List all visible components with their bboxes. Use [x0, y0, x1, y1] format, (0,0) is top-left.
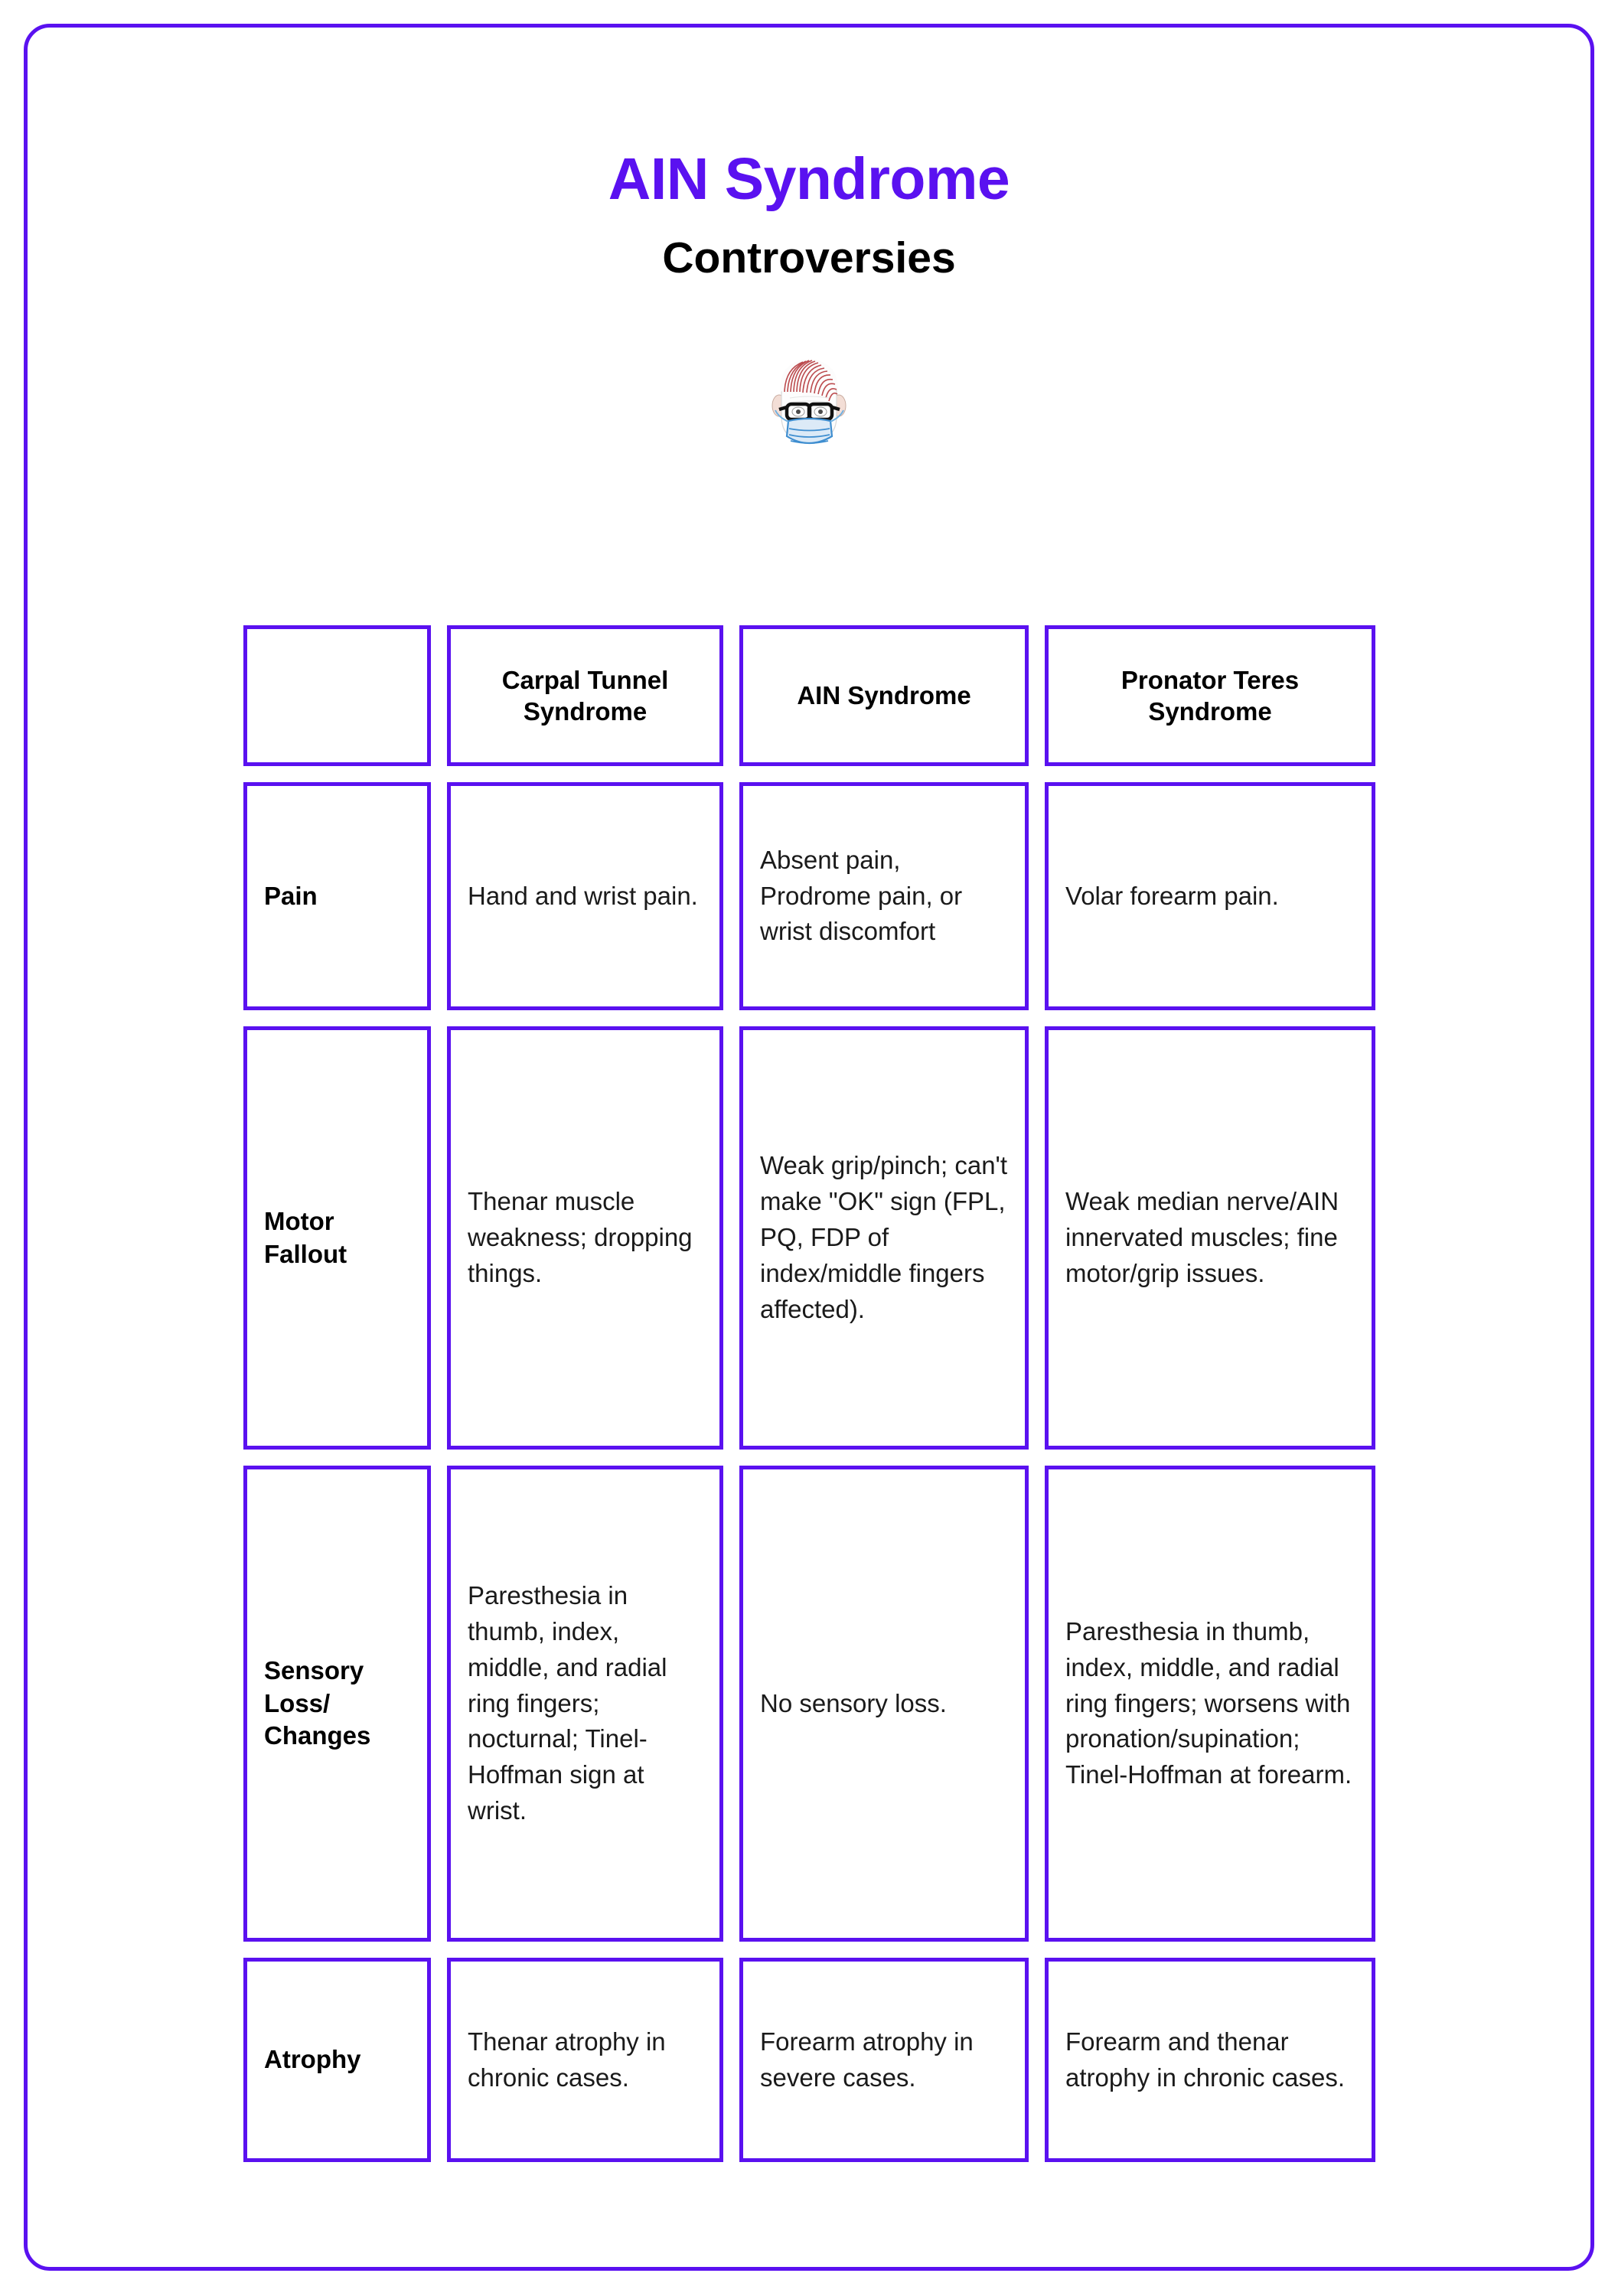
table-header-label-carpal-tunnel-syndrome: Carpal Tunnel Syndrome [501, 665, 669, 726]
cell-sensory-loss-changes-pronator-teres-syndrome: Paresthesia in thumb, index, middle, and… [1045, 1466, 1375, 1942]
table-header-cell-pronator-teres-syndrome: Pronator Teres Syndrome [1045, 625, 1375, 766]
table-header-cell-carpal-tunnel-syndrome: Carpal Tunnel Syndrome [447, 625, 723, 766]
table-row-sensory-loss-changes: Sensory Loss/ Changes Paresthesia in thu… [243, 1466, 1376, 1942]
cell-sensory-loss-changes-carpal-tunnel-syndrome: Paresthesia in thumb, index, middle, and… [447, 1466, 723, 1942]
table-header-cell-corner [243, 625, 431, 766]
cell-text-motor-fallout-pronator-teres-syndrome: Weak median nerve/AIN innervated muscles… [1065, 1187, 1339, 1287]
cell-atrophy-ain-syndrome: Forearm atrophy in severe cases. [739, 1958, 1029, 2162]
cell-text-atrophy-carpal-tunnel-syndrome: Thenar atrophy in chronic cases. [468, 2027, 666, 2092]
page-title: AIN Syndrome [608, 146, 1010, 212]
cell-text-motor-fallout-ain-syndrome: Weak grip/pinch; can't make "OK" sign (F… [760, 1151, 1008, 1323]
doctor-face-with-mask-icon [765, 346, 853, 461]
page-subtitle: Controversies [662, 233, 956, 282]
cell-text-sensory-loss-changes-pronator-teres-syndrome: Paresthesia in thumb, index, middle, and… [1065, 1616, 1352, 1789]
row-label-sensory-loss-changes: Sensory Loss/ Changes [264, 1655, 371, 1750]
cell-pain-ain-syndrome: Absent pain, Prodrome pain, or wrist dis… [739, 782, 1029, 1010]
table-row-atrophy: Atrophy Thenar atrophy in chronic cases.… [243, 1958, 1376, 2162]
cell-atrophy-carpal-tunnel-syndrome: Thenar atrophy in chronic cases. [447, 1958, 723, 2162]
cell-text-sensory-loss-changes-carpal-tunnel-syndrome: Paresthesia in thumb, index, middle, and… [468, 1580, 667, 1825]
table-header-label-pronator-teres-syndrome: Pronator Teres Syndrome [1121, 665, 1300, 726]
cell-pain-carpal-tunnel-syndrome: Hand and wrist pain. [447, 782, 723, 1010]
cell-text-pain-pronator-teres-syndrome: Volar forearm pain. [1065, 881, 1279, 910]
table-row-pain: Pain Hand and wrist pain. Absent pain, P… [243, 782, 1376, 1010]
table-header-label-ain-syndrome: AIN Syndrome [797, 681, 971, 710]
row-label-cell-sensory-loss-changes: Sensory Loss/ Changes [243, 1466, 431, 1942]
row-label-cell-pain: Pain [243, 782, 431, 1010]
table-header-cell-ain-syndrome: AIN Syndrome [739, 625, 1029, 766]
comparison-table: Carpal Tunnel Syndrome AIN Syndrome Pron… [243, 625, 1376, 2162]
row-label-atrophy: Atrophy [264, 2045, 361, 2074]
cell-motor-fallout-carpal-tunnel-syndrome: Thenar muscle weakness; dropping things. [447, 1026, 723, 1450]
row-label-pain: Pain [264, 881, 318, 910]
row-label-cell-motor-fallout: Motor Fallout [243, 1026, 431, 1450]
cell-atrophy-pronator-teres-syndrome: Forearm and thenar atrophy in chronic ca… [1045, 1958, 1375, 2162]
row-label-cell-atrophy: Atrophy [243, 1958, 431, 2162]
cell-motor-fallout-pronator-teres-syndrome: Weak median nerve/AIN innervated muscles… [1045, 1026, 1375, 1450]
cell-text-atrophy-pronator-teres-syndrome: Forearm and thenar atrophy in chronic ca… [1065, 2027, 1346, 2092]
cell-text-sensory-loss-changes-ain-syndrome: No sensory loss. [760, 1688, 947, 1717]
cell-text-motor-fallout-carpal-tunnel-syndrome: Thenar muscle weakness; dropping things. [468, 1187, 693, 1287]
cell-sensory-loss-changes-ain-syndrome: No sensory loss. [739, 1466, 1029, 1942]
row-label-motor-fallout: Motor Fallout [264, 1206, 347, 1268]
cell-text-pain-carpal-tunnel-syndrome: Hand and wrist pain. [468, 881, 698, 910]
header: AIN Syndrome Controversies [0, 150, 1618, 280]
cell-pain-pronator-teres-syndrome: Volar forearm pain. [1045, 782, 1375, 1010]
cell-text-atrophy-ain-syndrome: Forearm atrophy in severe cases. [760, 2027, 974, 2092]
cell-motor-fallout-ain-syndrome: Weak grip/pinch; can't make "OK" sign (F… [739, 1026, 1029, 1450]
table-row-motor-fallout: Motor Fallout Thenar muscle weakness; dr… [243, 1026, 1376, 1450]
table-header-row: Carpal Tunnel Syndrome AIN Syndrome Pron… [243, 625, 1376, 766]
cell-text-pain-ain-syndrome: Absent pain, Prodrome pain, or wrist dis… [760, 845, 963, 946]
